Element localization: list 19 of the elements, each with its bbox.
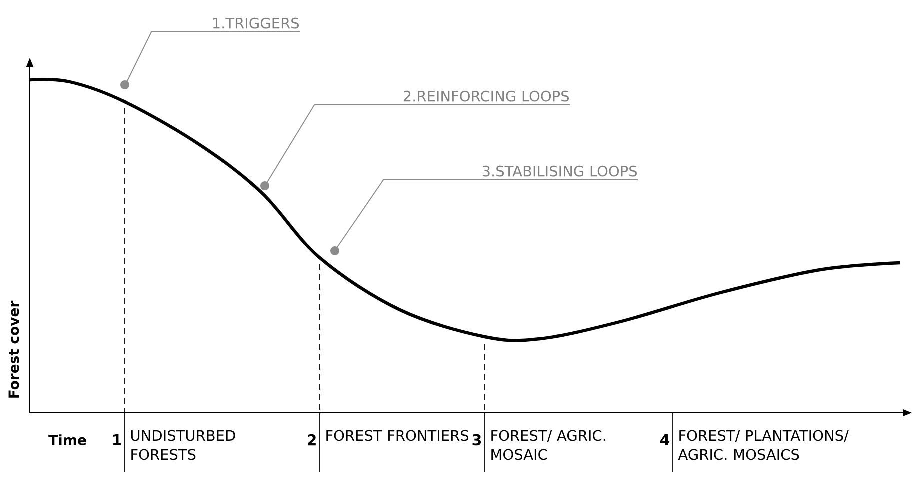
axis-title: Time: [48, 434, 86, 446]
stage-label: FOREST/ AGRIC. MOSAIC: [492, 430, 606, 460]
callout-text: 2.REINFORCING LOOPS: [404, 90, 569, 102]
leader-line: [336, 180, 638, 248]
axis-title: Forest cover: [8, 300, 20, 398]
point-marker: [260, 182, 270, 190]
stage-label: UNDISTURBED FORESTS: [131, 430, 236, 460]
point-marker: [120, 80, 130, 90]
stage-label: FOREST FRONTIERS: [326, 430, 469, 442]
leader-line: [266, 104, 570, 184]
leader-line: [126, 32, 300, 82]
stage-label: FOREST/ PLANTATIONS/ AGRIC. MOSAICS: [678, 430, 849, 460]
stage-number: 4: [660, 434, 670, 446]
stage-number: 1: [113, 434, 122, 446]
point-marker: [330, 246, 340, 256]
stage-number: 2: [308, 434, 316, 446]
callout-text: 3.STABILISING LOOPS: [482, 166, 638, 177]
stage-number: 3: [472, 434, 482, 446]
callout-text: 1.TRIGGERS: [213, 18, 300, 29]
